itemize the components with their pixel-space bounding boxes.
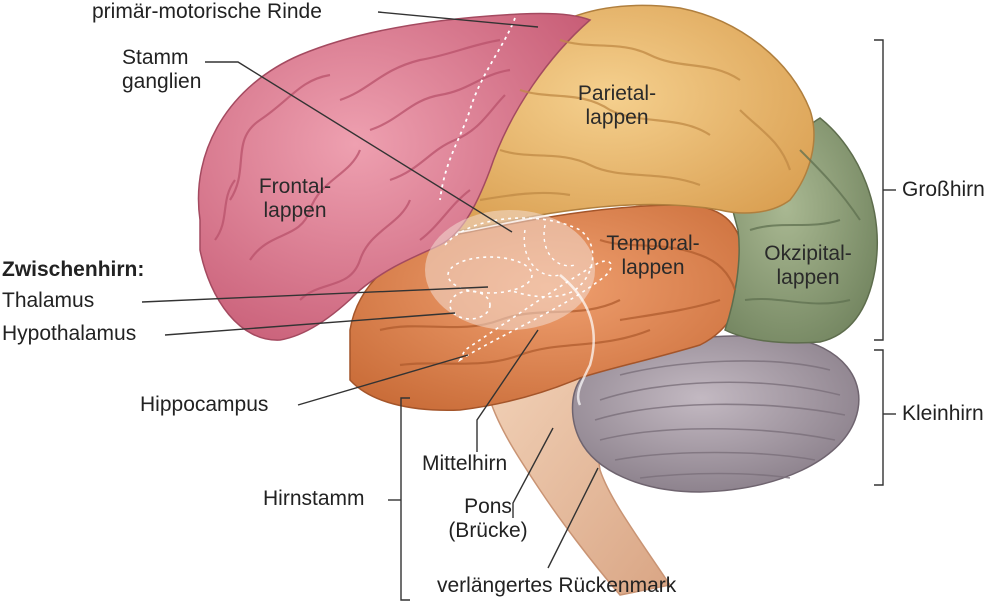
- midbrain-label: Mittelhirn: [422, 452, 508, 475]
- frontal-lobe-label-line1: Frontal-: [258, 175, 332, 198]
- bracket-cerebrum: [874, 39, 884, 341]
- parietal-lobe-label: Parietal- lappen: [562, 82, 672, 130]
- basal-ganglia-label-line1: Stamm: [122, 46, 189, 69]
- temporal-lobe-label-line1: Temporal-: [606, 232, 700, 255]
- bracket-brainstem: [400, 397, 410, 601]
- occipital-lobe-label-line1: Okzipital-: [764, 242, 852, 265]
- medulla-label: verlängertes Rückenmark: [437, 574, 677, 597]
- pons-label: Pons (Brücke): [432, 495, 544, 543]
- leader-hypothalamus: [164, 312, 456, 336]
- occipital-lobe-label-line2: lappen: [776, 266, 840, 289]
- leader-hippocampus: [297, 354, 469, 406]
- bracket-cerebellum: [874, 349, 884, 486]
- primary-motor-cortex-label: primär-motorische Rinde: [92, 0, 322, 23]
- leader-midbrain: [476, 329, 539, 452]
- basal-ganglia-label: Stamm ganglien: [122, 46, 201, 94]
- occipital-gyri: [744, 149, 861, 305]
- frontal-gyri: [214, 38, 511, 301]
- parietal-lobe-label-line1: Parietal-: [577, 82, 657, 105]
- diencephalon-label: Zwischenhirn:: [2, 258, 145, 281]
- leader-pons: [512, 427, 554, 518]
- pons-label-line2: (Brücke): [448, 519, 528, 542]
- leader-motor-cortex: [377, 11, 539, 28]
- pons-label-line1: Pons: [464, 495, 512, 518]
- leader-basal-ganglia: [205, 61, 513, 233]
- frontal-lobe-label-line2: lappen: [263, 199, 327, 222]
- leader-lines: [141, 11, 896, 601]
- cerebrum-label: Großhirn: [902, 178, 985, 201]
- frontal-lobe-label: Frontal- lappen: [240, 175, 350, 223]
- temporal-lobe-label-line2: lappen: [621, 256, 685, 279]
- cerebellum-label: Kleinhirn: [902, 402, 984, 425]
- temporal-lobe-label: Temporal- lappen: [588, 232, 718, 280]
- deep-structures-overlay: [425, 210, 613, 406]
- cerebellum-folia: [594, 360, 846, 479]
- occipital-lobe-label: Okzipital- lappen: [748, 242, 868, 290]
- leader-medulla: [547, 467, 599, 569]
- parietal-lobe-label-line2: lappen: [585, 106, 649, 129]
- leader-thalamus: [141, 286, 489, 303]
- frontal-lobe-shape: [197, 12, 592, 341]
- brainstem-label: Hirnstamm: [263, 487, 365, 510]
- thalamus-label: Thalamus: [2, 289, 95, 312]
- hypothalamus-label: Hypothalamus: [2, 322, 137, 345]
- basal-ganglia-label-line2: ganglien: [122, 70, 202, 93]
- parietal-gyri: [479, 38, 792, 202]
- hippocampus-label: Hippocampus: [140, 393, 269, 416]
